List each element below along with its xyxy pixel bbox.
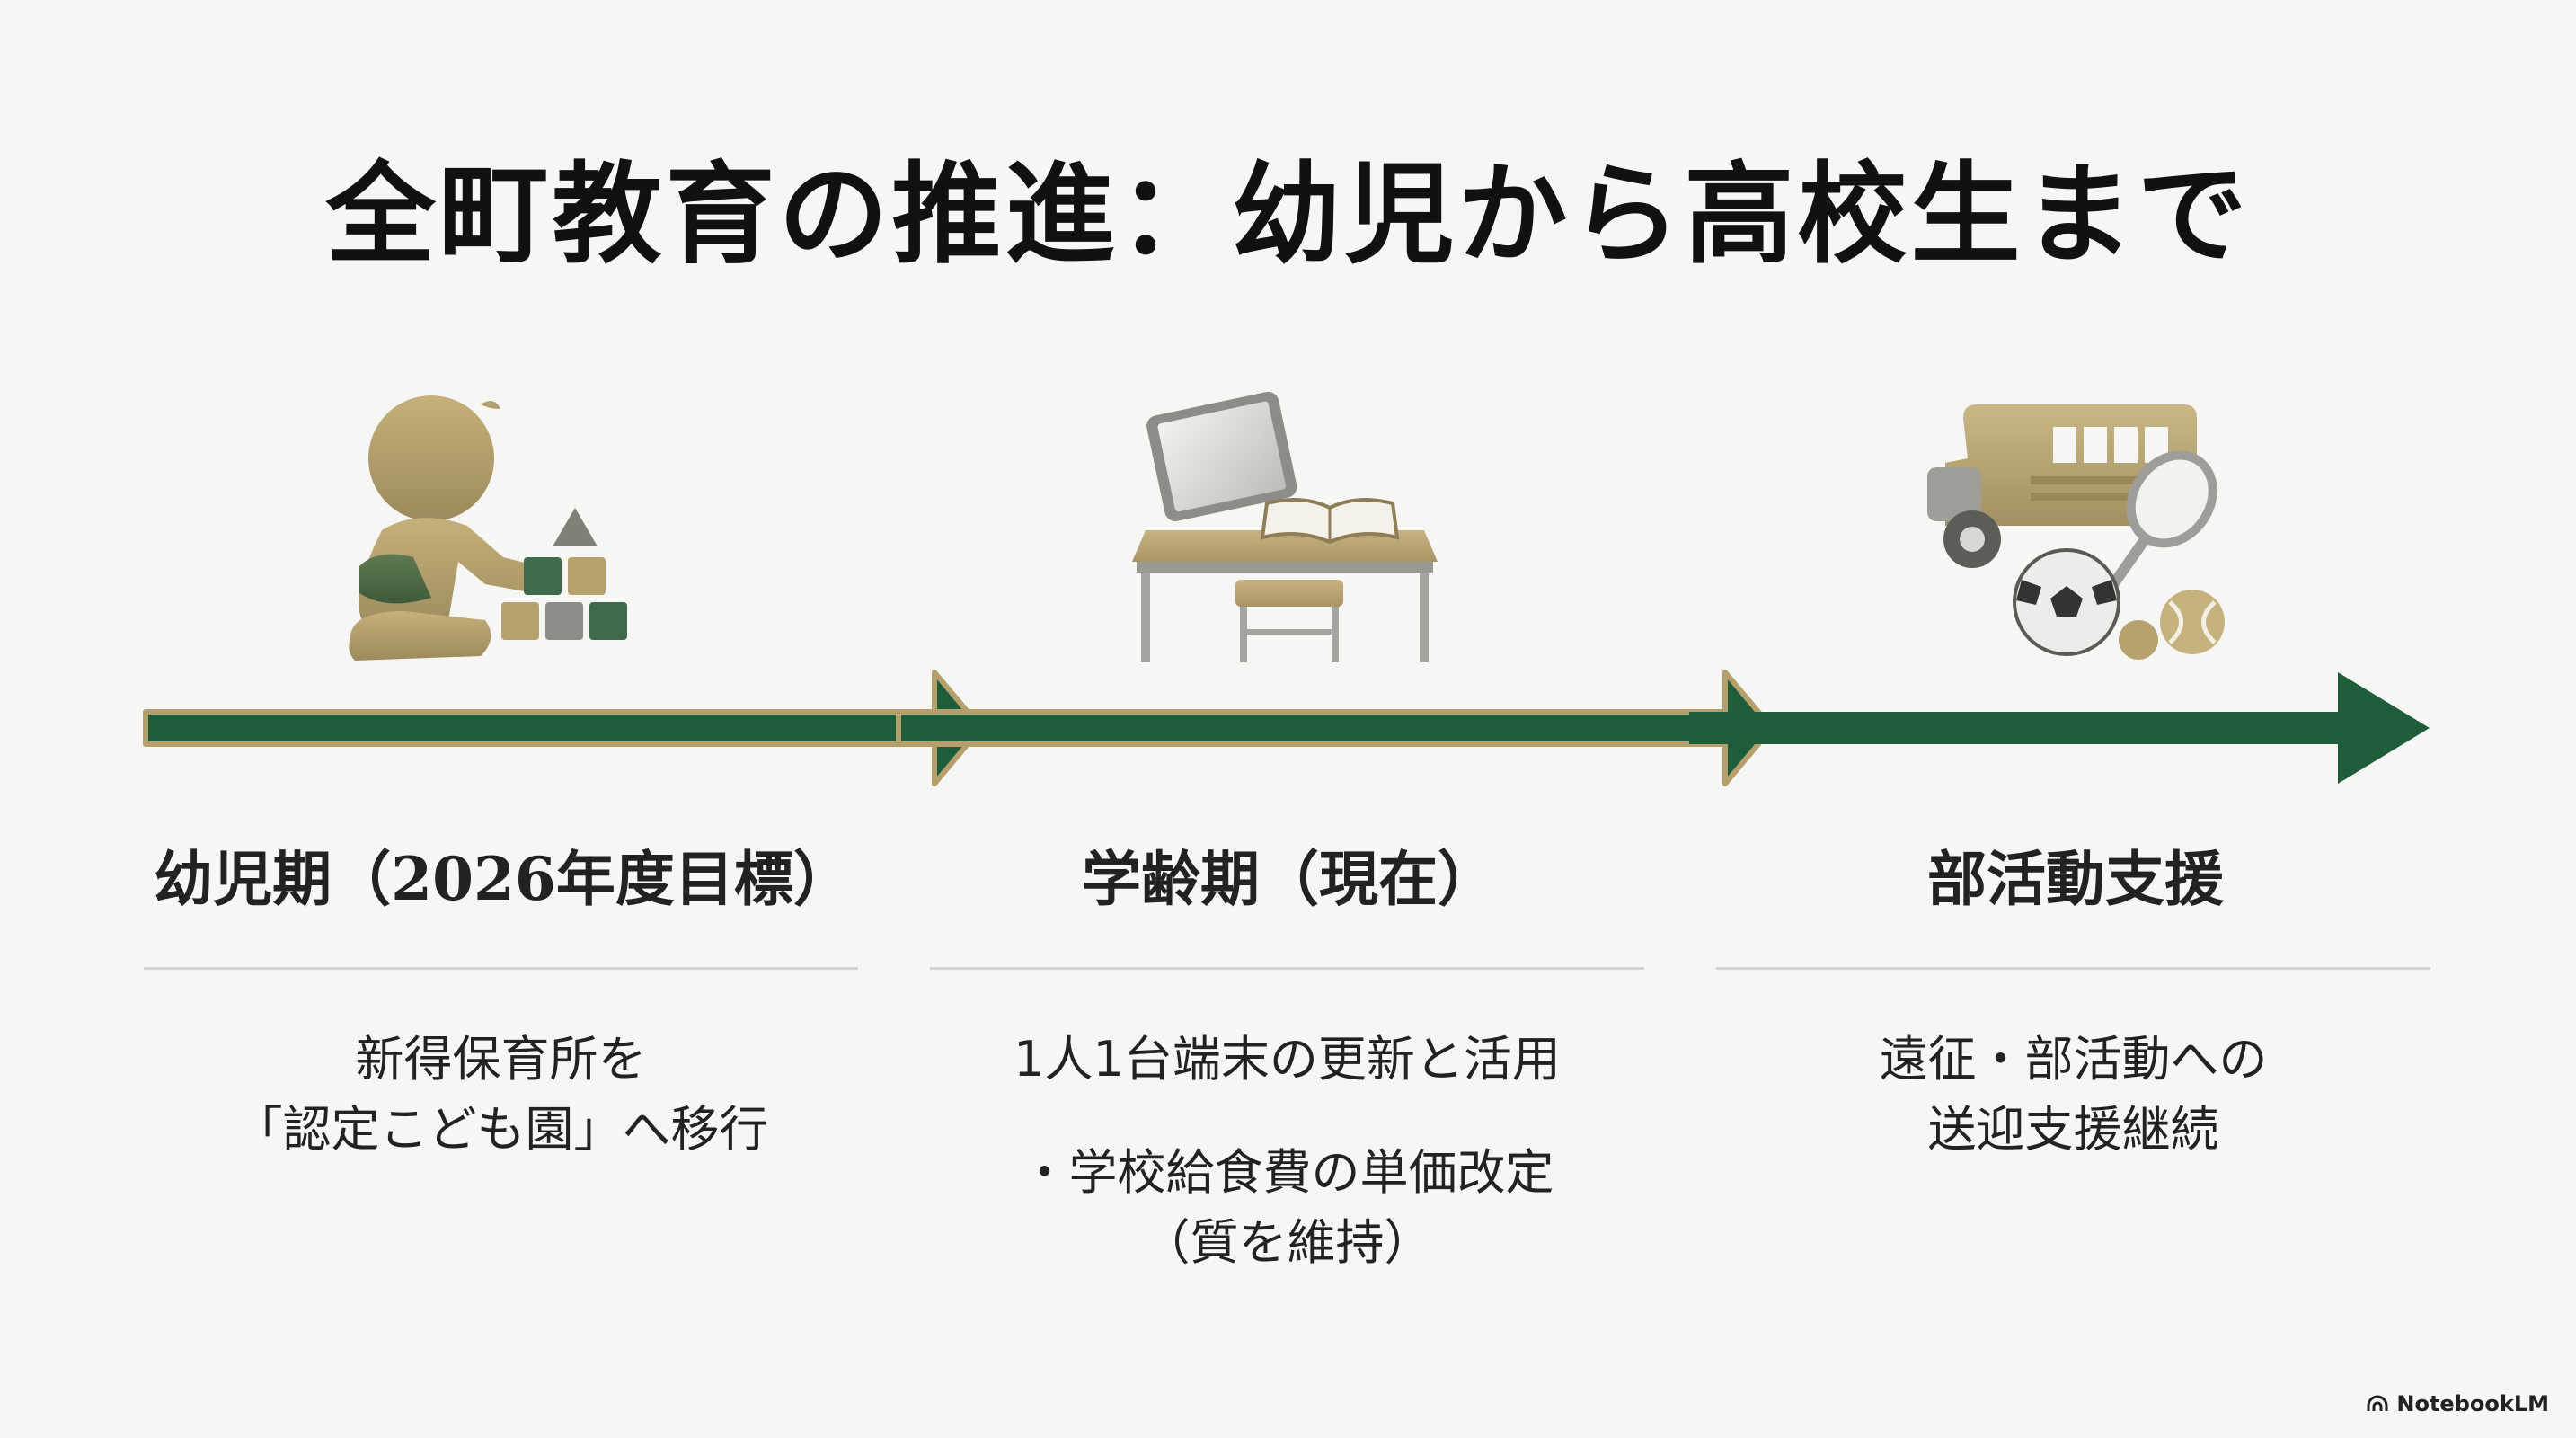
slide-title: 全町教育の推進：幼児から高校生まで	[325, 149, 2251, 279]
stage-1-body-line: 新得保育所を	[355, 1031, 647, 1087]
stage-3-body-line: 遠征・部活動への	[1879, 1031, 2268, 1087]
stage-2-body-2: ・学校給食費の単価改定 （質を維持）	[930, 1138, 1644, 1278]
logo-text: NotebookLM	[2396, 1391, 2549, 1416]
stage-1-title: 幼児期（2026年度目標）	[154, 844, 853, 914]
notebooklm-logo: NotebookLM	[2366, 1391, 2549, 1416]
notebooklm-logo-icon	[2367, 1395, 2388, 1411]
stage-3-body: 遠征・部活動への 送迎支援継続	[1716, 1025, 2430, 1165]
child-playing-blocks-icon	[349, 395, 627, 661]
timeline-arrow	[143, 670, 2430, 786]
stage-1-body: 新得保育所を 「認定こども園」へ移行	[144, 1025, 858, 1165]
stage-2-body: 1人1台端末の更新と活用	[930, 1025, 1644, 1095]
stage-3-title: 部活動支援	[1927, 844, 2224, 914]
bus-sports-equipment-icon	[1927, 404, 2225, 660]
stage-2-body-line: 1人1台端末の更新と活用	[1014, 1031, 1561, 1087]
stage-2-title: 学齢期（現在）	[1082, 844, 1497, 914]
stage-2-body-2-line: ・学校給食費の単価改定	[1020, 1144, 1554, 1201]
stage-2-body-2-line: （質を維持）	[1141, 1214, 1433, 1271]
stage-1-divider	[144, 967, 858, 970]
desk-tablet-book-icon	[1132, 391, 1438, 662]
stage-3-body-line: 送迎支援継続	[1927, 1101, 2219, 1158]
stage-3-divider	[1716, 967, 2430, 970]
stage-1-body-line: 「認定こども園」へ移行	[234, 1101, 768, 1158]
stage-2-divider	[930, 967, 1644, 970]
